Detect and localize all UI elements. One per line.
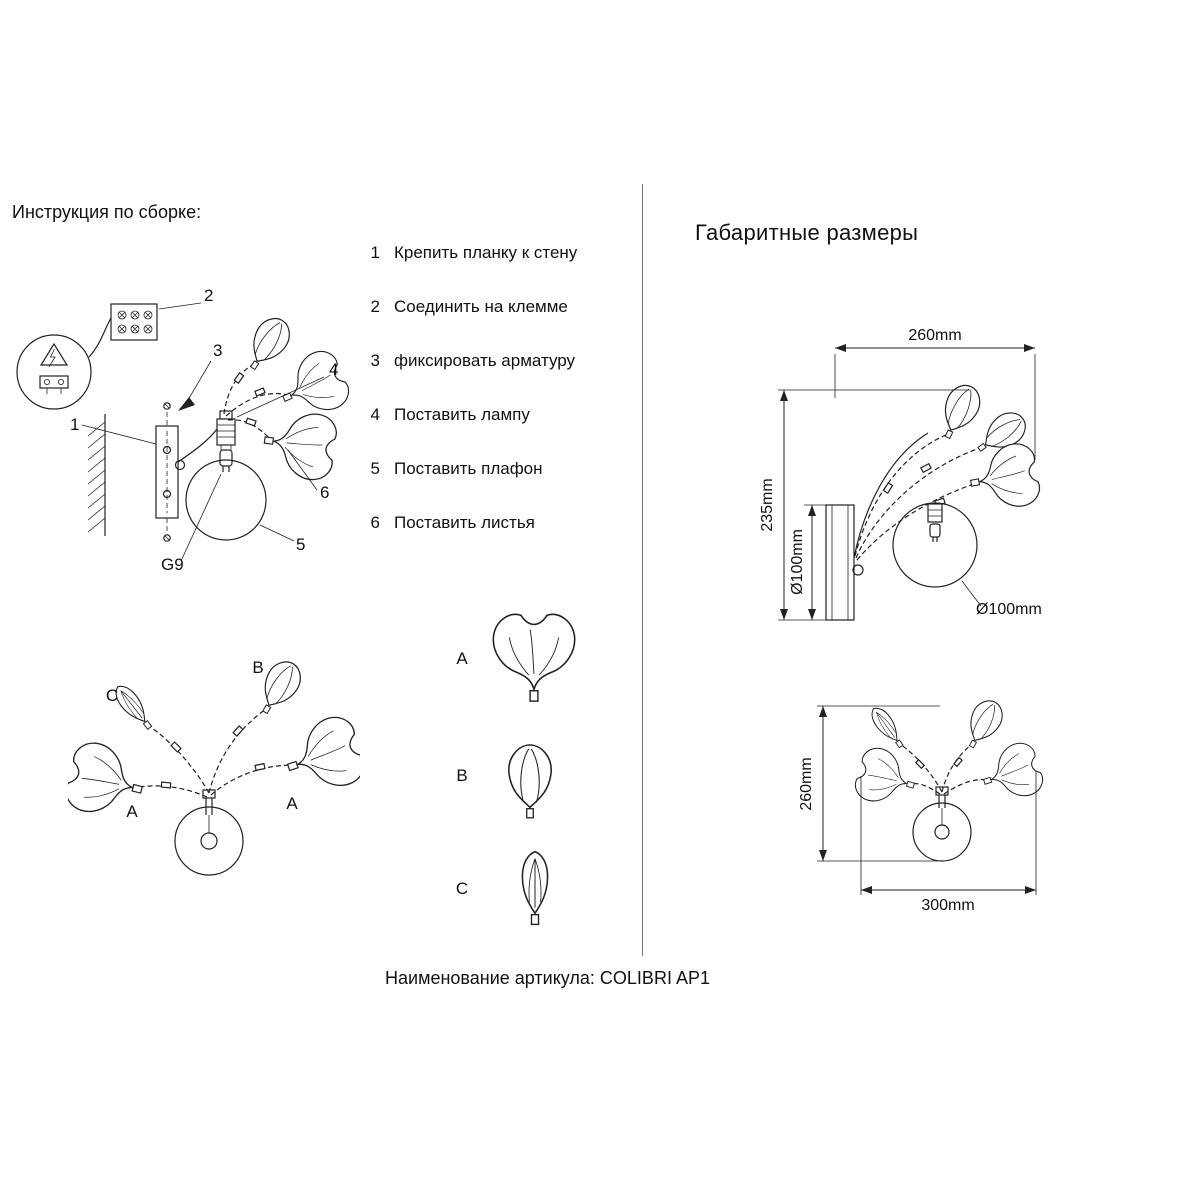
dim-width-label: 260mm bbox=[908, 327, 961, 344]
side-view-dimensions: 260mm 235mm Ø100mm Ø100mm bbox=[759, 327, 1043, 621]
article-value: COLIBRI AP1 bbox=[599, 968, 710, 988]
glass-shade bbox=[912, 802, 972, 862]
hook-ring-icon bbox=[852, 564, 864, 576]
step-number: 2 bbox=[370, 297, 380, 316]
step-number: 6 bbox=[370, 513, 380, 532]
tulip-leaf bbox=[932, 379, 987, 445]
part-letter-c: C bbox=[106, 686, 118, 705]
step-item: 4 Поставить лампу bbox=[366, 405, 577, 425]
step-number: 5 bbox=[370, 459, 380, 478]
part-letter-b: B bbox=[252, 658, 263, 677]
wiring-detail-circle bbox=[16, 317, 112, 410]
callout-4: 4 bbox=[329, 360, 338, 379]
side-view-drawing bbox=[825, 379, 1043, 621]
steps-list: 1 Крепить планку к стену 2 Соединить на … bbox=[366, 243, 578, 533]
step-item: 6 Поставить листья bbox=[366, 513, 577, 533]
mounting-plate bbox=[155, 402, 179, 542]
dimension-annotations: 260mm 235mm Ø100mm Ø100mm bbox=[759, 327, 1042, 621]
step-number: 1 bbox=[370, 243, 380, 262]
glass-shade bbox=[185, 459, 267, 541]
article-label: Наименование артикула: bbox=[385, 968, 595, 988]
wall-plate bbox=[825, 504, 855, 621]
callout-6: 6 bbox=[320, 483, 329, 502]
g9-bulb bbox=[929, 523, 941, 538]
callout-g9: G9 bbox=[161, 555, 184, 574]
callout-2: 2 bbox=[204, 286, 213, 305]
bud-leaf bbox=[866, 703, 909, 752]
dim-plate-label: Ø100mm bbox=[789, 529, 806, 595]
g9-bulb bbox=[219, 449, 233, 467]
step-item: 5 Поставить плафон bbox=[366, 459, 577, 479]
step-item: 2 Соединить на клемме bbox=[366, 297, 577, 317]
dimensions-title: Габаритные размеры bbox=[695, 220, 919, 245]
callout-1: 1 bbox=[70, 415, 79, 434]
tulip-leaf bbox=[957, 694, 1009, 755]
front-view-drawing bbox=[851, 694, 1047, 862]
lamp-assembly bbox=[174, 311, 355, 541]
dim-shade-label: Ø100mm bbox=[976, 601, 1042, 618]
glass-shade bbox=[892, 502, 978, 588]
detail-letter-a: A bbox=[456, 649, 468, 668]
dim-width-label: 300mm bbox=[921, 897, 974, 914]
tulip-leaf bbox=[238, 311, 297, 378]
assembly-callouts: 1 2 3 4 6 5 G9 bbox=[70, 286, 338, 574]
step-item: 1 Крепить планку к стену bbox=[366, 243, 578, 263]
fix-arrow-icon bbox=[178, 397, 195, 411]
bud-leaf-detail bbox=[521, 850, 549, 926]
tulip-leaf-detail bbox=[508, 744, 552, 819]
terminal-block bbox=[110, 303, 158, 341]
part-letter-a-right: A bbox=[286, 794, 298, 813]
dim-height-label: 235mm bbox=[759, 478, 776, 531]
front-view-dimensions: 260mm 300mm bbox=[798, 694, 1047, 914]
callout-5: 5 bbox=[296, 535, 305, 554]
dim-height-label: 260mm bbox=[798, 757, 815, 810]
detail-letter-c: C bbox=[456, 879, 468, 898]
ginkgo-leaf bbox=[851, 743, 922, 812]
article-footer: Наименование артикула: COLIBRI AP1 bbox=[385, 968, 710, 989]
step-number: 4 bbox=[370, 405, 380, 424]
ginkgo-leaf bbox=[277, 711, 360, 801]
wall-hatch bbox=[87, 414, 106, 536]
step-item: 3 фиксировать арматуру bbox=[366, 351, 577, 371]
step-text: Крепить планку к стену bbox=[394, 243, 578, 262]
lamp-front-view: C B A A bbox=[68, 654, 360, 876]
warning-triangle-icon bbox=[39, 342, 69, 366]
step-text: Соединить на клемме bbox=[394, 297, 568, 316]
step-text: Поставить листья bbox=[394, 513, 535, 532]
step-text: Поставить лампу bbox=[394, 405, 530, 424]
callout-3: 3 bbox=[213, 341, 222, 360]
screw-top-icon bbox=[163, 402, 171, 410]
ginkgo-leaf bbox=[965, 440, 1043, 515]
detail-letter-b: B bbox=[456, 766, 467, 785]
lightning-icon bbox=[48, 348, 56, 368]
hook-ring-icon bbox=[174, 459, 186, 471]
page-title: Инструкция по сборке: bbox=[12, 202, 202, 222]
wire-to-terminal bbox=[88, 317, 112, 358]
part-letter-a-left: A bbox=[126, 802, 138, 821]
lamp-socket bbox=[216, 418, 236, 446]
dimension-annotations-front: 260mm 300mm bbox=[798, 705, 1037, 914]
leaf-details: A B C bbox=[456, 613, 576, 926]
ginkgo-leaf bbox=[259, 406, 340, 483]
ginkgo-leaf-detail bbox=[492, 613, 576, 702]
glass-shade bbox=[174, 806, 244, 876]
step-text: Поставить плафон bbox=[394, 459, 543, 478]
screw-bottom-icon bbox=[163, 534, 171, 542]
assembly-diagram: 1 2 3 4 6 5 G9 bbox=[16, 286, 355, 574]
section-divider bbox=[642, 184, 643, 956]
lamp-front-drawing bbox=[68, 654, 360, 876]
step-number: 3 bbox=[370, 351, 380, 370]
step-text: фиксировать арматуру bbox=[394, 351, 576, 370]
